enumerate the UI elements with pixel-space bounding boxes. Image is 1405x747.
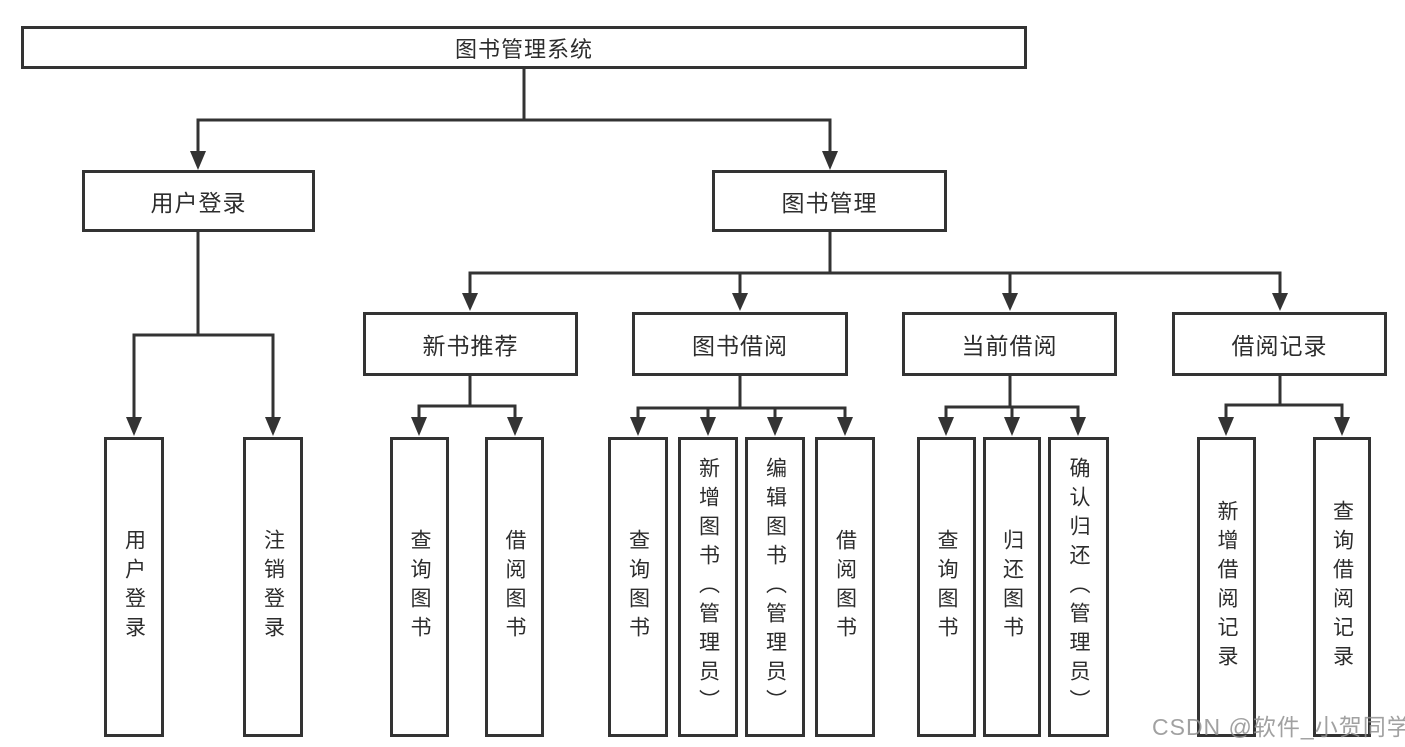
leaf-query-books-newbook: 查询图书 [390, 437, 449, 737]
arrowhead-icon [1272, 293, 1288, 311]
leaf-logout: 注销登录 [243, 437, 303, 737]
leaf-query-books-borrow: 查询图书 [608, 437, 668, 737]
leaf-confirm-return-admin: 确认归还（管理员） [1048, 437, 1109, 737]
leaf-user-login-label: 用户登录 [122, 529, 146, 645]
leaf-query-borrow-record-label: 查询借阅记录 [1330, 500, 1354, 674]
node-book-borrow-label: 图书借阅 [692, 333, 788, 359]
leaf-edit-book-admin: 编辑图书（管理员） [745, 437, 805, 737]
arrowhead-icon [938, 417, 954, 436]
leaf-add-borrow-record: 新增借阅记录 [1197, 437, 1256, 737]
arrowhead-icon [1070, 417, 1086, 436]
node-root-label: 图书管理系统 [454, 36, 593, 62]
leaf-query-books-current-label: 查询图书 [935, 529, 958, 645]
leaf-edit-book-admin-label: 编辑图书（管理员） [763, 456, 787, 718]
leaf-user-login: 用户登录 [104, 437, 164, 737]
node-book-borrow: 图书借阅 [632, 312, 848, 376]
arrowhead-icon [1218, 417, 1234, 436]
node-user-login: 用户登录 [82, 170, 315, 232]
leaf-add-borrow-record-label: 新增借阅记录 [1215, 500, 1238, 674]
node-user-login-label: 用户登录 [150, 190, 247, 216]
arrowhead-icon [767, 417, 783, 436]
arrowhead-icon [1002, 293, 1018, 311]
leaf-add-book-admin-label: 新增图书（管理员） [696, 456, 720, 718]
leaf-query-books-borrow-label: 查询图书 [626, 529, 650, 645]
leaf-add-book-admin: 新增图书（管理员） [678, 437, 738, 737]
arrowhead-icon [507, 417, 523, 436]
node-root: 图书管理系统 [21, 26, 1027, 69]
leaf-borrow-books-borrow-label: 借阅图书 [833, 529, 857, 645]
arrowhead-icon [265, 417, 281, 436]
leaf-logout-label: 注销登录 [261, 529, 285, 645]
leaf-query-books-newbook-label: 查询图书 [408, 529, 431, 645]
arrowhead-icon [462, 293, 478, 311]
leaf-confirm-return-admin-label: 确认归还（管理员） [1067, 456, 1090, 718]
arrowhead-icon [822, 151, 838, 170]
node-new-book-recommend-label: 新书推荐 [422, 333, 519, 359]
arrowhead-icon [126, 417, 142, 436]
node-borrow-records: 借阅记录 [1172, 312, 1387, 376]
leaf-query-borrow-record: 查询借阅记录 [1313, 437, 1371, 737]
leaf-query-books-current: 查询图书 [917, 437, 976, 737]
arrowhead-icon [1004, 417, 1020, 436]
node-current-borrow-label: 当前借阅 [961, 333, 1058, 359]
arrowhead-icon [837, 417, 853, 436]
node-borrow-records-label: 借阅记录 [1231, 333, 1328, 359]
arrowhead-icon [190, 151, 206, 170]
leaf-borrow-books-borrow: 借阅图书 [815, 437, 875, 737]
leaf-borrow-books-newbook-label: 借阅图书 [503, 529, 526, 645]
arrowhead-icon [630, 417, 646, 436]
arrowhead-icon [700, 417, 716, 436]
arrowhead-icon [732, 293, 748, 311]
node-new-book-recommend: 新书推荐 [363, 312, 578, 376]
node-book-management-label: 图书管理 [781, 190, 878, 216]
leaf-borrow-books-newbook: 借阅图书 [485, 437, 544, 737]
csdn-watermark: CSDN @软件_小贺同学 [1152, 714, 1405, 740]
arrowhead-icon [411, 417, 427, 436]
leaf-return-book: 归还图书 [983, 437, 1041, 737]
arrowhead-icon [1334, 417, 1350, 436]
node-book-management: 图书管理 [712, 170, 947, 232]
leaf-return-book-label: 归还图书 [1000, 529, 1024, 645]
node-current-borrow: 当前借阅 [902, 312, 1117, 376]
